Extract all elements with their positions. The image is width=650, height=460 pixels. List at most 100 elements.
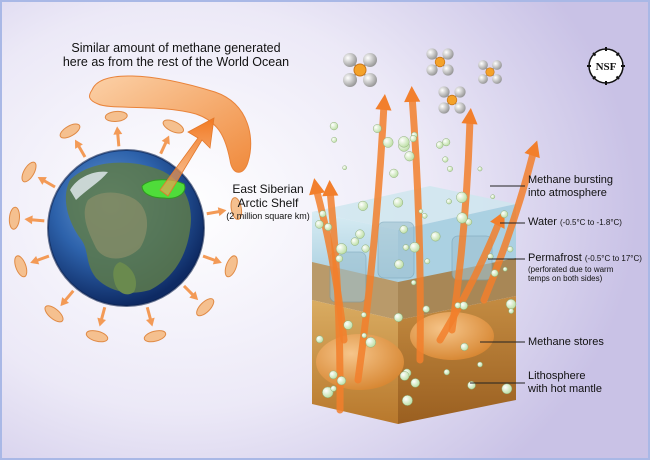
globe-arrowhead [113, 126, 123, 135]
bubble [365, 337, 376, 348]
bubble [361, 244, 370, 253]
label-lithosphere: Lithosphere with hot mantle [528, 370, 602, 395]
bubble [315, 220, 324, 229]
methane-molecule [478, 60, 502, 84]
bubble [443, 369, 450, 376]
bubble [402, 244, 410, 251]
methane-blob [59, 123, 81, 139]
bubble [446, 198, 452, 205]
globe-arrowhead [75, 139, 83, 149]
bubble [487, 253, 494, 260]
permafrost-note-1: (perforated due to warm [528, 264, 614, 274]
headline-line-1: Similar amount of methane generated [71, 41, 281, 55]
bubble [399, 225, 408, 234]
permafrost-range: (-0.5°C to 17°C) [584, 254, 642, 263]
methane-arrow [480, 146, 538, 304]
methane-arrowhead [461, 108, 478, 125]
leader-lines [470, 185, 525, 384]
bubble [501, 383, 513, 395]
methane-blob [162, 119, 185, 134]
bubble [382, 137, 394, 148]
bubble [454, 302, 461, 309]
methane-arrowhead [404, 86, 421, 103]
methane-blob [224, 255, 238, 278]
bubble [404, 151, 415, 162]
bubble [361, 332, 367, 339]
bubble [430, 231, 441, 242]
water-range: (-0.5°C to -1.8°C) [560, 218, 622, 227]
bubble [350, 237, 360, 246]
bubble [421, 213, 428, 219]
bubble [361, 312, 367, 318]
methane-blob [196, 298, 215, 317]
bubble [398, 136, 410, 148]
methane-arrowhead [524, 140, 540, 159]
globe-arrowhead [97, 317, 106, 327]
globe-arrowhead [212, 255, 222, 265]
methane-blob [44, 305, 64, 323]
bubble [456, 212, 468, 224]
bubble [410, 279, 417, 286]
nsf-logo-text: NSF [596, 61, 617, 73]
bubble [418, 208, 424, 214]
methane-blob [8, 206, 20, 230]
shelf-line-1: East Siberian [232, 182, 304, 196]
bubble [402, 395, 413, 406]
label-permafrost: Permafrost (-0.5°C to 17°C) (perforated … [528, 252, 642, 283]
bubble [335, 243, 348, 255]
bubble [319, 210, 327, 218]
globe-arrowhead [146, 317, 155, 327]
shelf-line-2: Arctic Shelf [237, 195, 299, 210]
bubble [399, 371, 410, 381]
bubble [357, 200, 368, 211]
methane-blob [143, 330, 167, 343]
bubble [502, 266, 508, 272]
permafrost-note-2: temps on both sides) [528, 273, 603, 283]
bubble [424, 258, 431, 265]
bubble [456, 191, 468, 203]
bubble [343, 320, 353, 330]
methane-arrowhead [322, 180, 339, 197]
label-water: Water (-0.5°C to -1.8°C) [528, 216, 622, 229]
methane-molecule [343, 53, 377, 87]
bubble [394, 259, 404, 270]
methane-arrowhead [309, 178, 326, 196]
methane-plume [89, 75, 252, 173]
bubble [477, 361, 483, 368]
bubble [477, 166, 483, 172]
methane-molecule [426, 48, 454, 76]
stores-name: Methane stores [528, 336, 604, 348]
headline: Similar amount of methane generated here… [60, 41, 292, 70]
bubble [355, 229, 365, 239]
bubble [329, 121, 339, 131]
methane-arrowhead [375, 94, 392, 111]
bubble [315, 335, 324, 344]
methane-molecules [343, 48, 502, 114]
bubble [459, 301, 468, 310]
bubble [505, 299, 517, 310]
label-stores: Methane stores [528, 336, 604, 349]
bursting-line-2: into atmosphere [528, 186, 607, 199]
permafrost-name: Permafrost [528, 252, 582, 264]
bubble [409, 242, 420, 253]
bubble [507, 246, 514, 253]
bubble [329, 370, 338, 380]
bubble [389, 168, 399, 178]
methane-arrow [408, 92, 424, 364]
globe-arrowhead [217, 207, 227, 217]
methane-blob [14, 255, 28, 278]
methane-blob [230, 197, 243, 220]
bubble [342, 165, 347, 170]
bubble [490, 269, 499, 277]
bubble [410, 378, 420, 388]
bubble [336, 376, 347, 386]
bubble [324, 223, 332, 231]
bubble [490, 194, 496, 200]
bubble [393, 197, 404, 208]
water-name: Water [528, 216, 557, 228]
bubble [436, 141, 444, 149]
nsf-logo: NSF [587, 47, 625, 85]
bubble [447, 165, 453, 172]
